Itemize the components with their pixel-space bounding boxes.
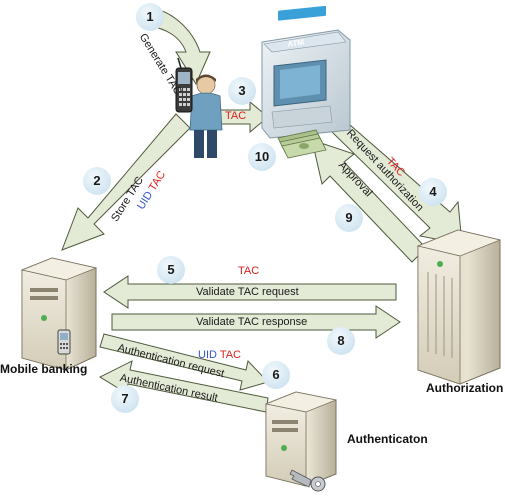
authentication-ids: UID TAC bbox=[198, 350, 241, 361]
step-circle-2: 2 bbox=[83, 167, 111, 195]
tac-to-atm-label: TAC bbox=[225, 110, 247, 122]
step-circle-1: 1 bbox=[136, 3, 164, 31]
arrow-generate bbox=[147, 7, 211, 86]
validate-request-tac: TAC bbox=[238, 265, 260, 277]
step-circle-4: 4 bbox=[419, 178, 447, 206]
arrow-validate-request bbox=[103, 275, 397, 309]
arrow-approval bbox=[311, 139, 427, 263]
step-circle-6: 6 bbox=[262, 361, 290, 389]
key-icon bbox=[289, 469, 326, 492]
step-circle-9: 9 bbox=[335, 204, 363, 232]
step-circle-3: 3 bbox=[228, 77, 256, 105]
validate-response-label: Validate TAC response bbox=[196, 316, 308, 328]
step-circle-10: 10 bbox=[248, 143, 276, 171]
mobile-banking-label: Mobile banking bbox=[0, 362, 88, 376]
step-circle-7: 7 bbox=[111, 385, 139, 413]
arrow-store-tac bbox=[61, 113, 191, 251]
user-with-phone-icon bbox=[175, 57, 223, 158]
arrow-authentication-request bbox=[99, 333, 269, 391]
step-circle-5: 5 bbox=[157, 256, 185, 284]
server-icon bbox=[264, 391, 338, 487]
server-icon bbox=[416, 229, 502, 385]
mobile-phone-icon bbox=[57, 329, 71, 355]
arrow-validate-response bbox=[111, 305, 401, 339]
step-circle-8: 8 bbox=[327, 327, 355, 355]
atm-machine-icon bbox=[261, 5, 351, 139]
validate-request-label: Validate TAC request bbox=[196, 286, 299, 298]
authentication-label: Authenticaton bbox=[347, 432, 428, 446]
arrows bbox=[61, 7, 463, 413]
authorization-label: Authorization bbox=[426, 381, 504, 395]
tac-tag: TAC bbox=[219, 349, 241, 361]
arrow-tac-to-atm bbox=[217, 100, 269, 134]
server-icon bbox=[20, 257, 98, 371]
cash-icon bbox=[277, 129, 327, 159]
uid-tag: UID bbox=[198, 349, 217, 361]
